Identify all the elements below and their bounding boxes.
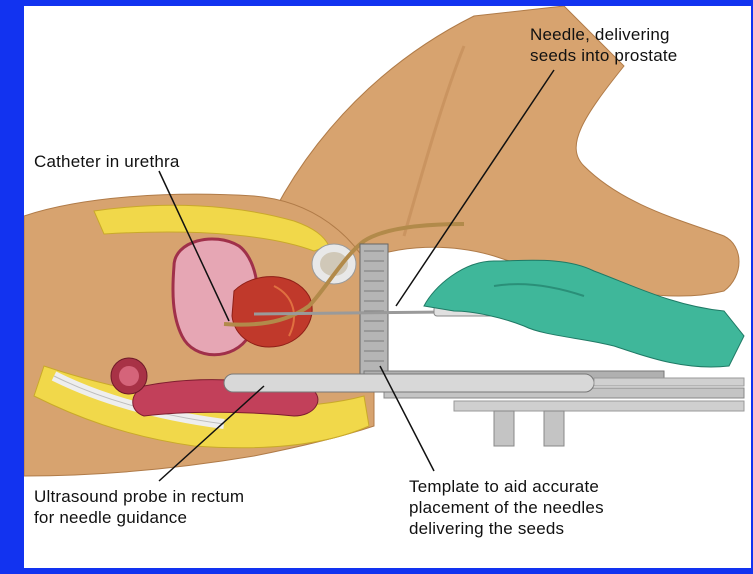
- label-template: Template to aid accurate placement of th…: [409, 476, 604, 539]
- label-catheter: Catheter in urethra: [34, 151, 180, 172]
- illustration-panel: Needle, delivering seeds into prostate C…: [24, 6, 751, 568]
- ultrasound-probe: [224, 374, 594, 392]
- label-needle: Needle, delivering seeds into prostate: [530, 24, 677, 66]
- label-ultrasound: Ultrasound probe in rectum for needle gu…: [34, 486, 244, 528]
- brachytherapy-illustration: [24, 6, 751, 568]
